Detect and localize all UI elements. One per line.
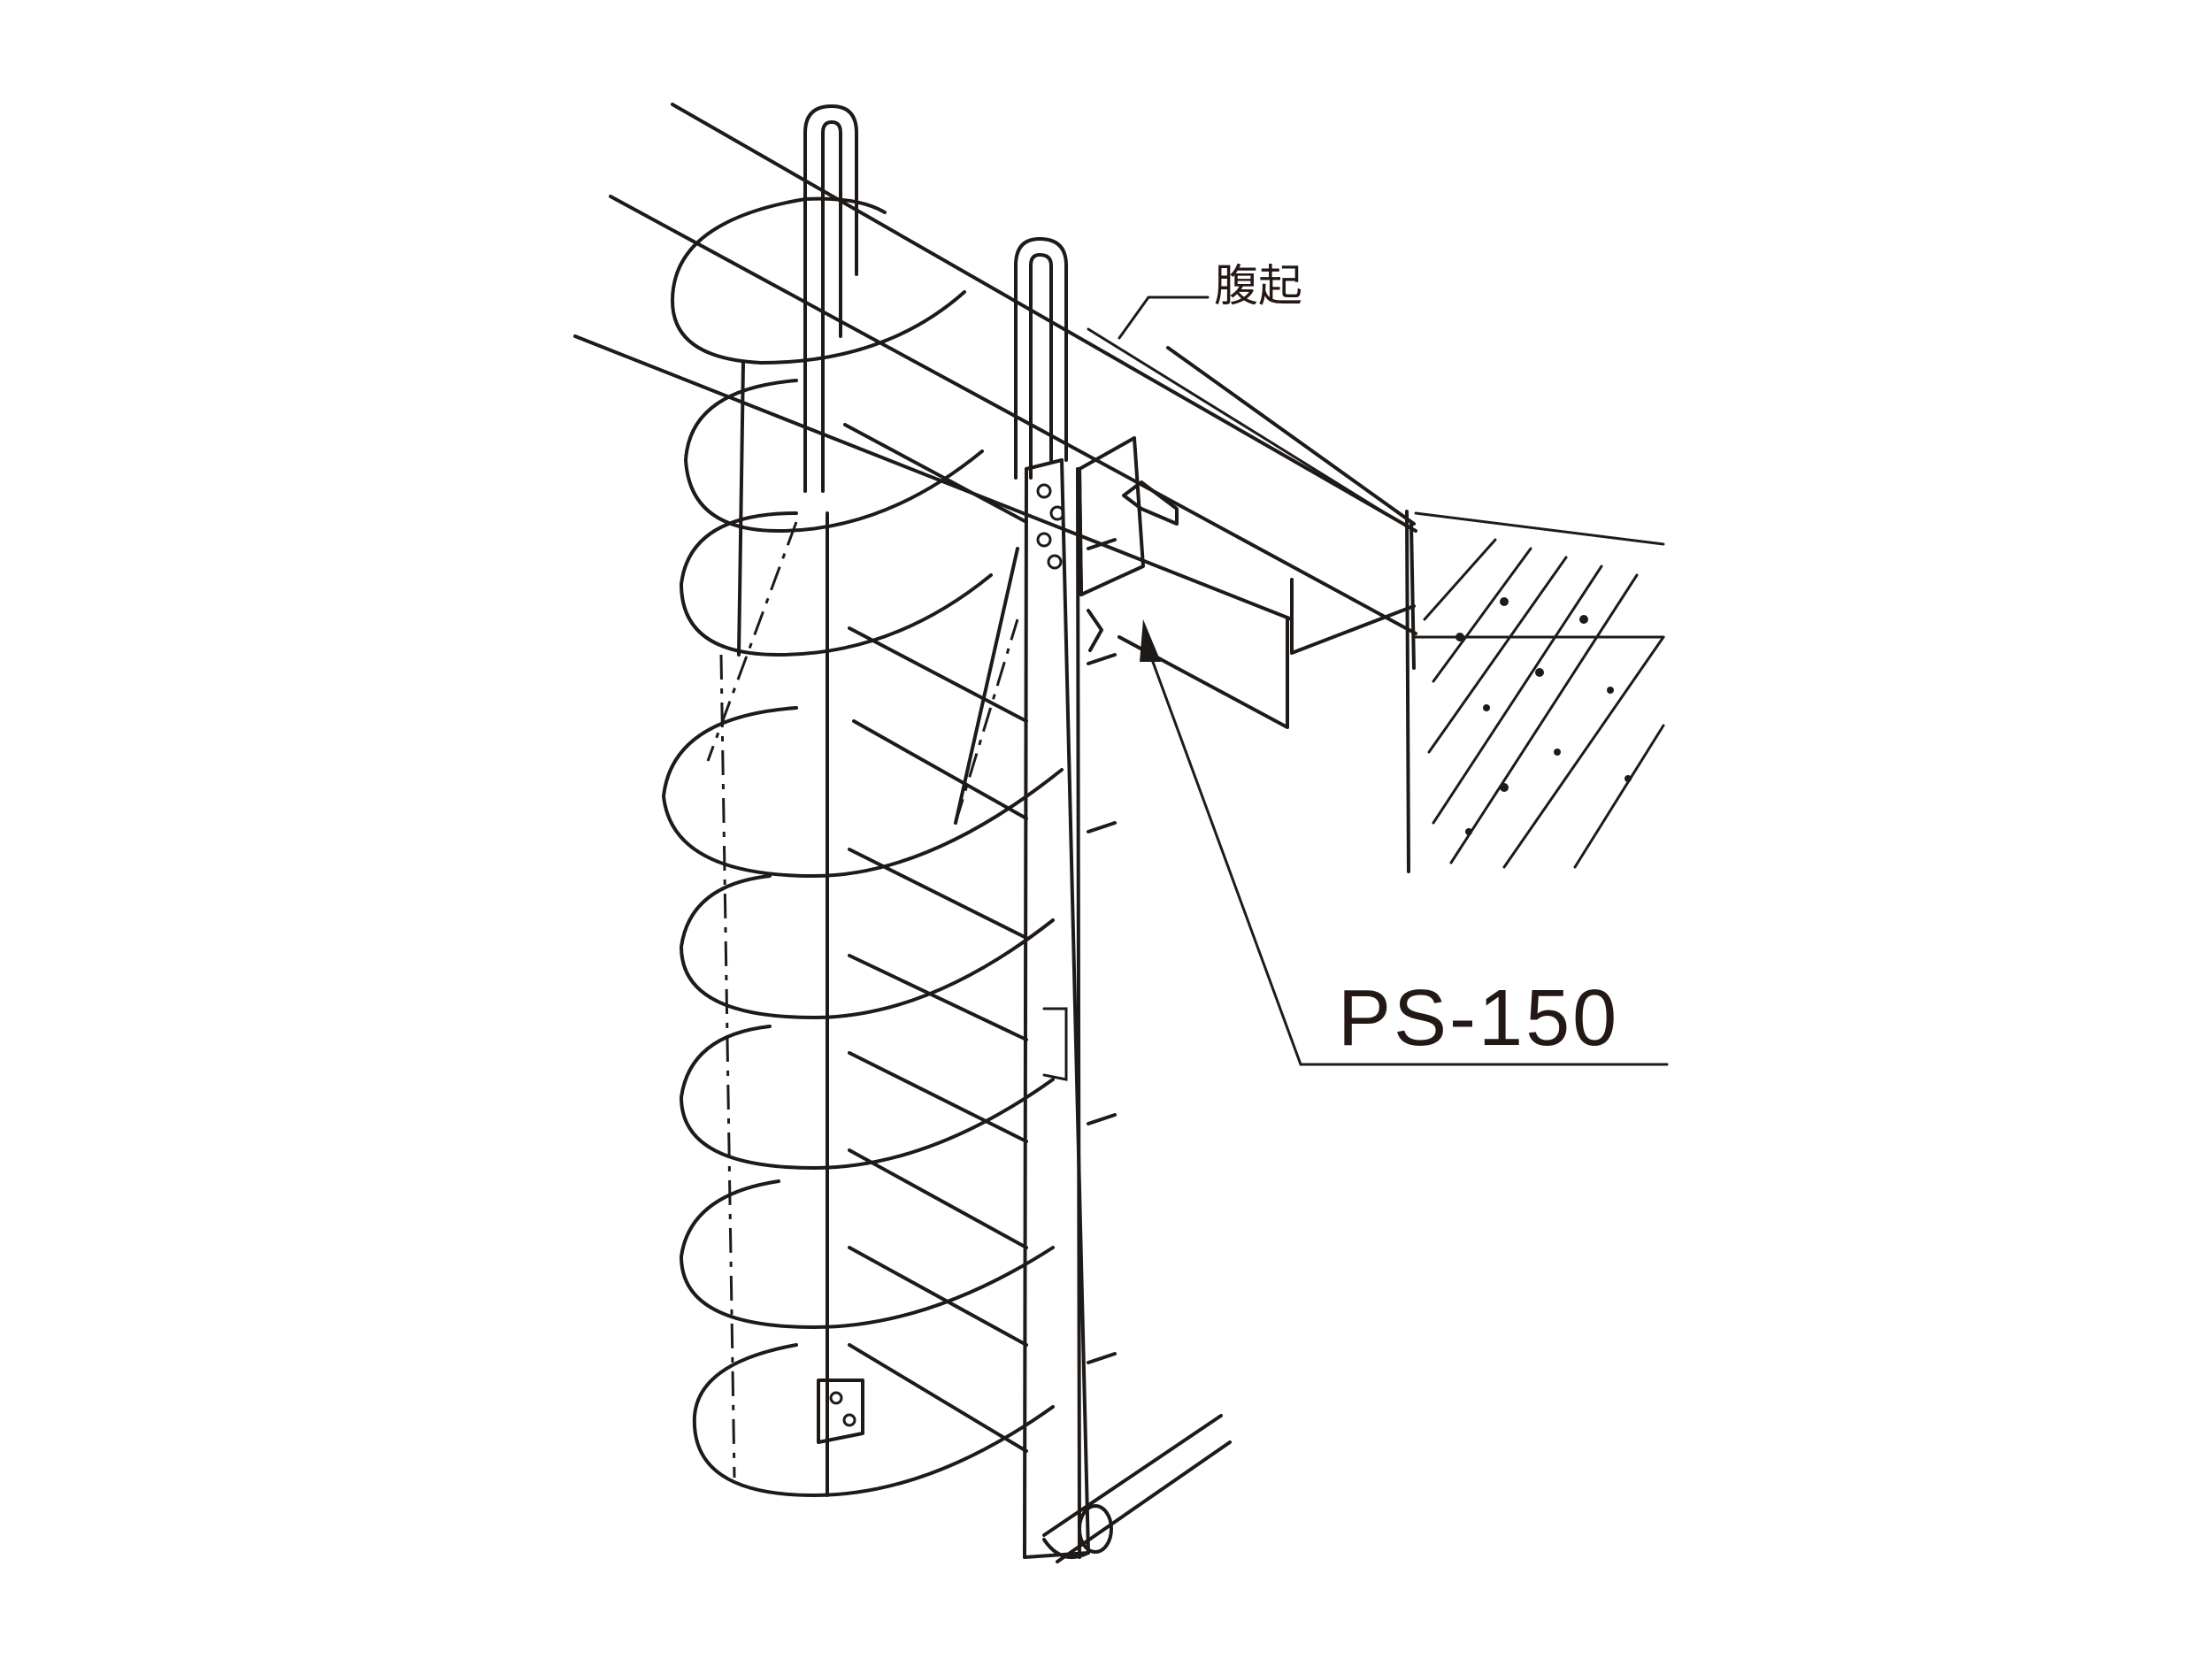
leader-line (1140, 619, 1669, 1066)
wall-section (1405, 510, 1665, 873)
cage-vertical-bars (737, 361, 1019, 1497)
cage-hidden-lines (706, 521, 1019, 1479)
beam-leader (1118, 296, 1210, 340)
safety-cage-hoops (662, 196, 1064, 1497)
stringer-bolt-holes (1036, 483, 1068, 1081)
bottom-fitting (817, 1379, 1232, 1563)
wall-hatch (1423, 538, 1665, 869)
waling-beam (573, 103, 1417, 729)
beam-label: 腹起 (1214, 260, 1302, 311)
aggregate-dots (1455, 597, 1632, 835)
ladder-rungs (843, 423, 1117, 1453)
product-code-label: PS-150 (1338, 974, 1620, 1063)
ps150-bracket (1078, 436, 1179, 652)
top-hooks (803, 104, 1068, 493)
